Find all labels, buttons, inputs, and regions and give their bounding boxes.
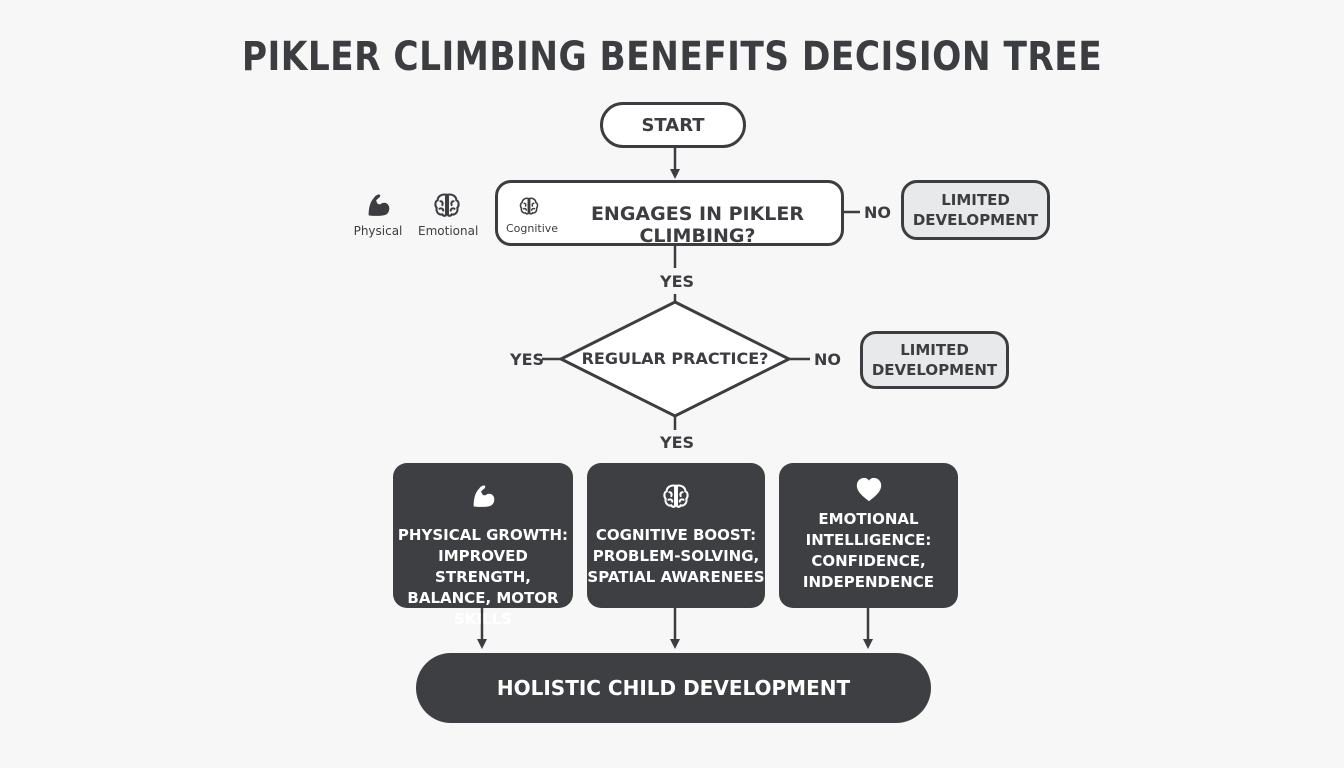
flexed-arm-icon: [468, 481, 498, 511]
benefit-physical-node: PHYSICAL GROWTH: IMPROVED STRENGTH, BALA…: [393, 463, 573, 628]
limited-line: DEVELOPMENT: [912, 211, 1039, 229]
limited-line: LIMITED: [900, 341, 969, 359]
benefit-emotional-node: EMOTIONAL INTELLIGENCE: CONFIDENCE, INDE…: [779, 463, 958, 608]
brain-icon: [516, 195, 542, 217]
side-icon-label: Physical: [353, 224, 403, 238]
yes-label: YES: [660, 433, 695, 452]
side-icon-emotional: Emotional: [418, 190, 479, 238]
benefit-line: SPATIAL AWARENEES: [587, 568, 765, 586]
start-node: START: [600, 102, 746, 148]
no-label: NO: [814, 350, 841, 369]
question-engages-node: Cognitive ENGAGES IN PIKLER CLIMBING?: [495, 180, 844, 247]
side-icon-physical: Physical: [352, 190, 404, 238]
benefit-line: IMPROVED STRENGTH,: [435, 547, 531, 586]
benefit-line: BALANCE, MOTOR SKILLS: [407, 589, 559, 628]
outcome-node: HOLISTIC CHILD DEVELOPMENT: [416, 653, 931, 723]
cognitive-label: Cognitive: [506, 222, 559, 235]
no-label: NO: [864, 203, 891, 222]
brain-icon: [661, 481, 691, 511]
benefit-line: INDEPENDENCE: [802, 573, 935, 591]
question-regular-practice: REGULAR PRACTICE?: [581, 349, 769, 368]
benefit-line: PHYSICAL GROWTH:: [397, 526, 569, 544]
side-icon-label: Emotional: [418, 224, 479, 238]
benefit-line: COGNITIVE BOOST:: [595, 526, 757, 544]
yes-label: YES: [660, 272, 695, 291]
heart-icon: [854, 475, 884, 505]
question-engages-text: ENGAGES IN PIKLER CLIMBING?: [590, 203, 805, 247]
benefit-cognitive-node: COGNITIVE BOOST: PROBLEM-SOLVING, SPATIA…: [587, 463, 765, 608]
benefit-line: PROBLEM-SOLVING,: [592, 547, 760, 565]
limited-line: DEVELOPMENT: [871, 361, 998, 379]
yes-label-left: YES: [510, 350, 545, 369]
benefit-line: EMOTIONAL: [818, 510, 919, 528]
brain-icon: [432, 190, 462, 220]
limited-development-node: LIMITED DEVELOPMENT: [901, 180, 1050, 240]
flexed-arm-icon: [363, 190, 393, 220]
page-title: PIKLER CLIMBING BENEFITS DECISION TREE: [241, 34, 1103, 80]
limited-line: LIMITED: [941, 191, 1010, 209]
benefit-line: INTELLIGENCE:: [805, 531, 932, 549]
benefit-line: CONFIDENCE,: [811, 552, 926, 570]
limited-development-node: LIMITED DEVELOPMENT: [860, 331, 1009, 389]
